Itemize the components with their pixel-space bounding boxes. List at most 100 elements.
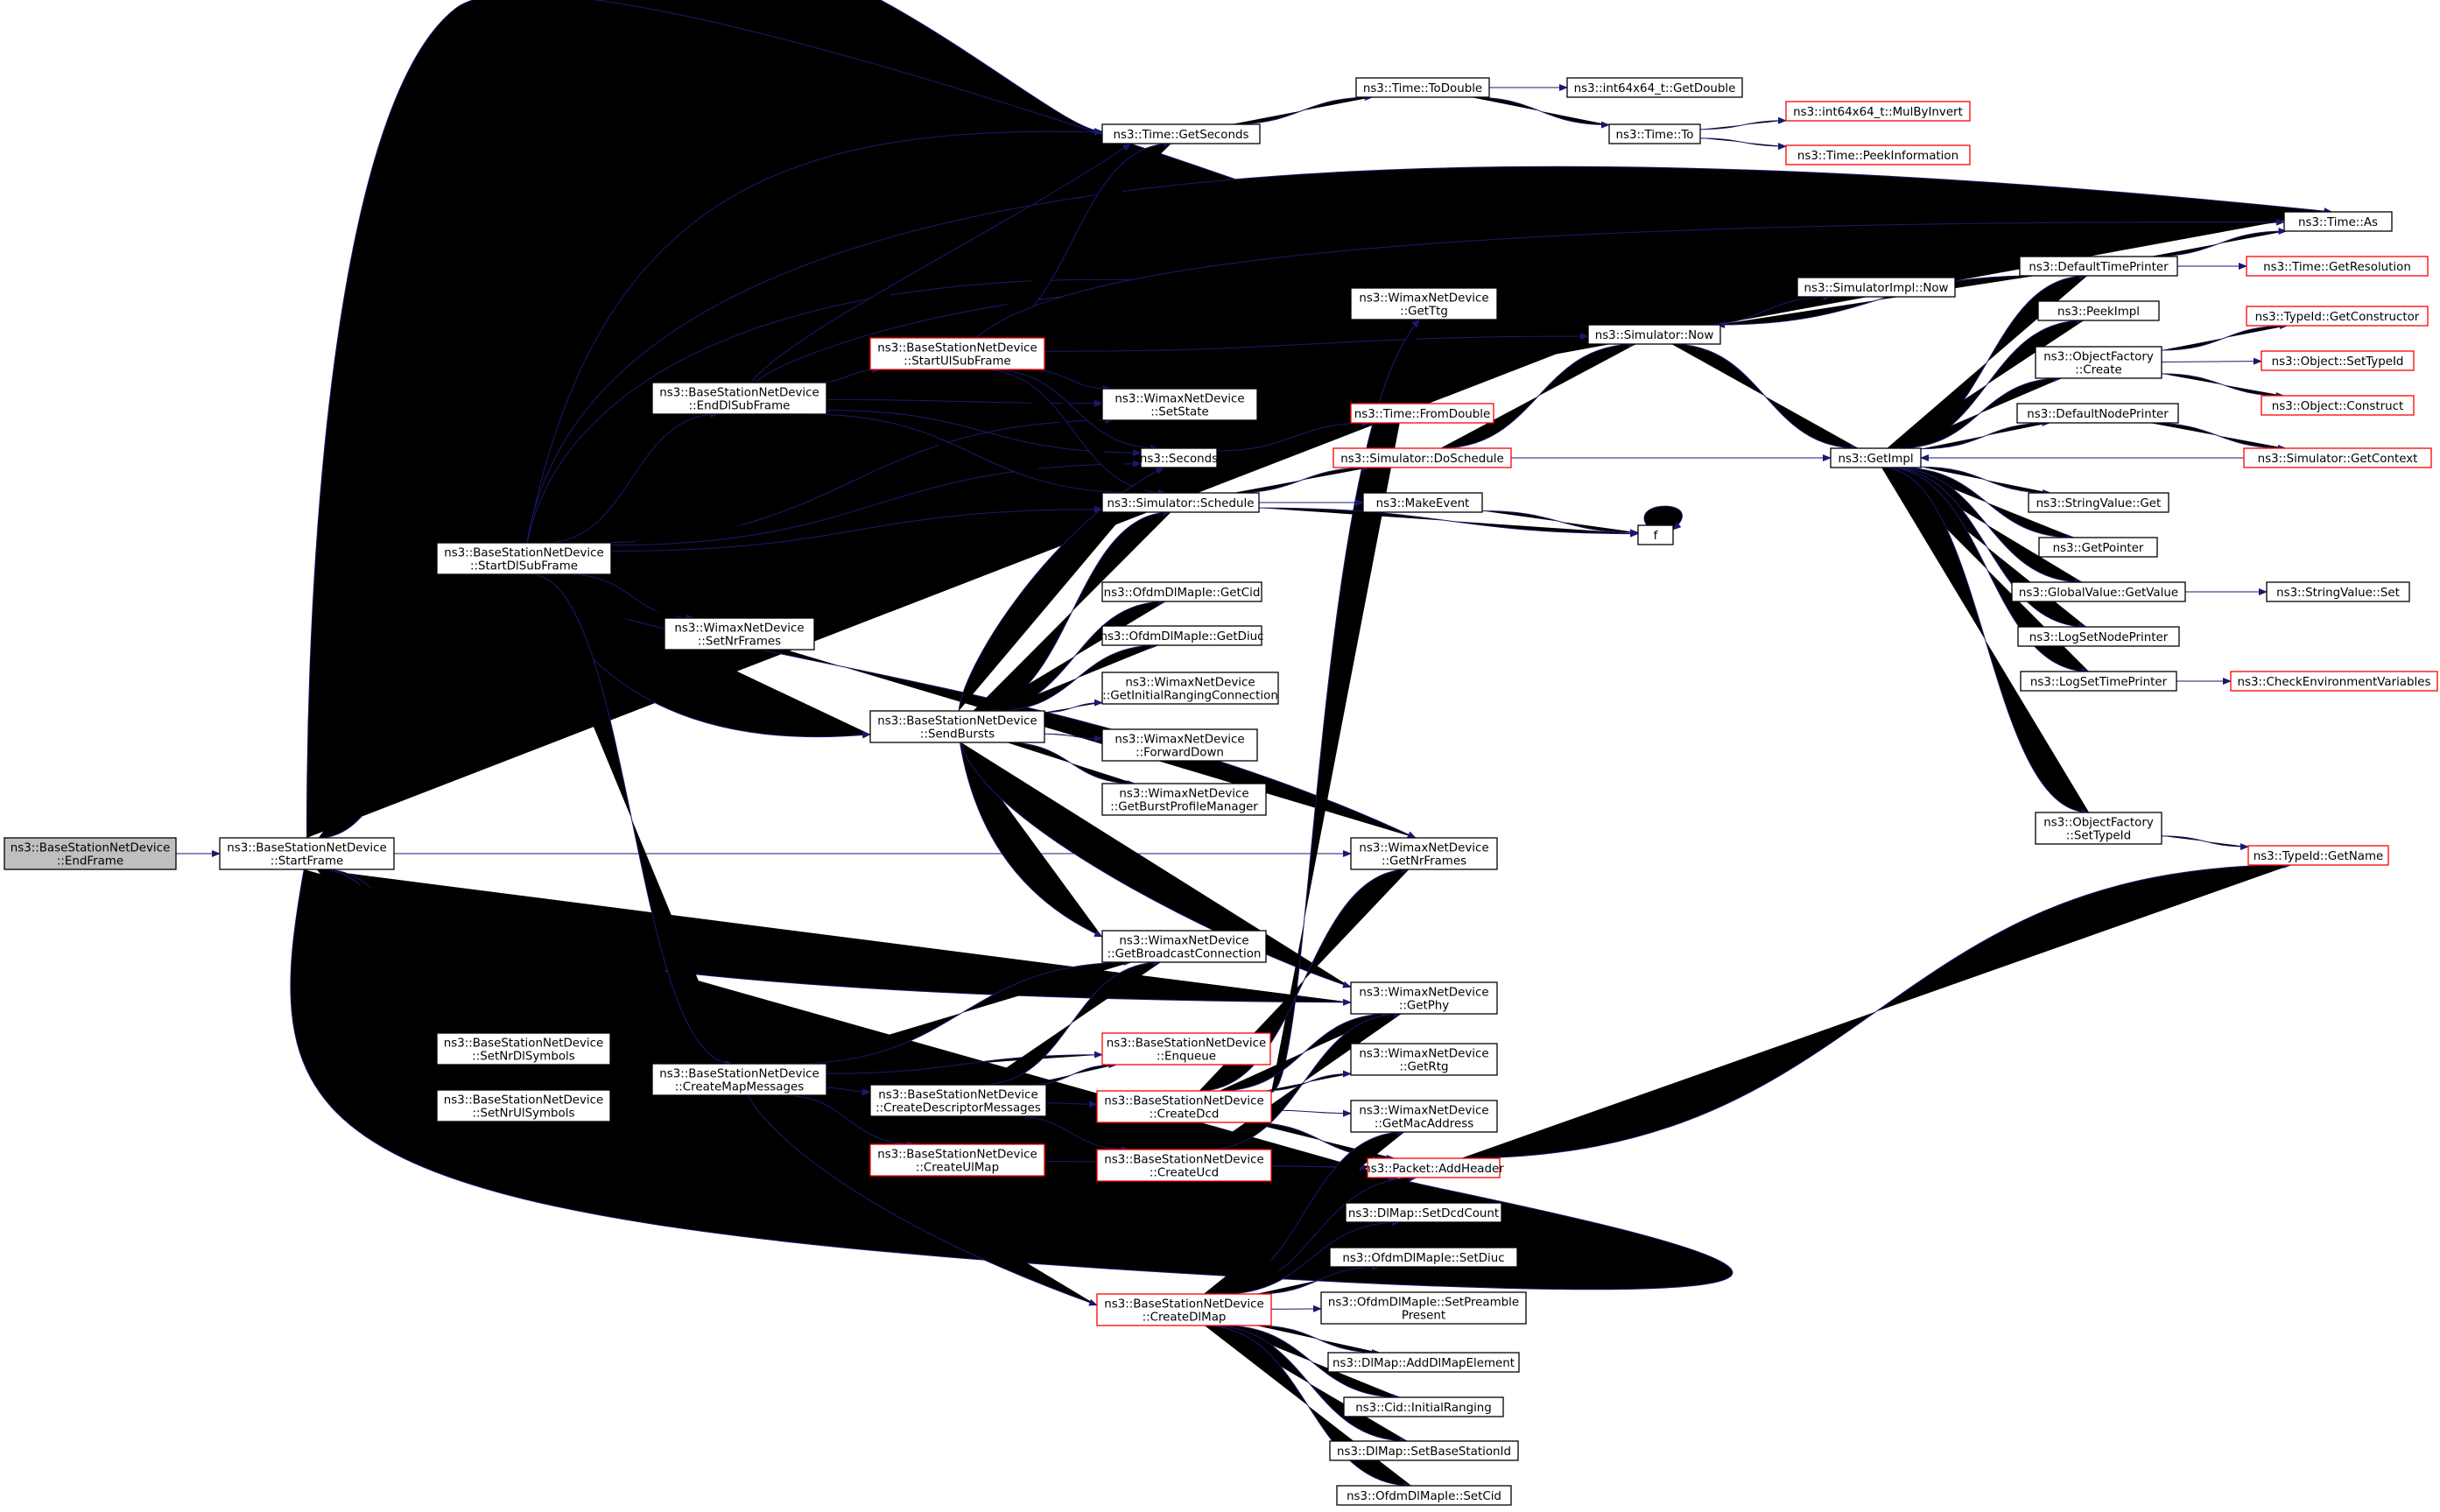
node-default-node-printer[interactable]: ns3::DefaultNodePrinter — [2016, 403, 2179, 424]
node-get-ttg[interactable]: ns3::WimaxNetDevice::GetTtg — [1350, 287, 1498, 320]
node-f[interactable]: f — [1637, 524, 1674, 545]
node-add-header[interactable]: ns3::Packet::AddHeader — [1363, 1157, 1504, 1178]
node-default-time-printer[interactable]: ns3::DefaultTimePrinter — [2019, 256, 2178, 277]
node-set-state[interactable]: ns3::WimaxNetDevice::SetState — [1101, 388, 1258, 421]
node-box — [2035, 346, 2162, 379]
node-get-constructor[interactable]: ns3::TypeId::GetConstructor — [2246, 306, 2429, 327]
node-label: ::SetTypeId — [2066, 830, 2131, 843]
node-string-value-get[interactable]: ns3::StringValue::Get — [2028, 492, 2169, 513]
node-get-resolution[interactable]: ns3::Time::GetResolution — [2246, 256, 2429, 277]
node-log-set-node-printer[interactable]: ns3::LogSetNodePrinter — [2017, 626, 2180, 647]
node-global-get-value[interactable]: ns3::GlobalValue::GetValue — [2011, 581, 2186, 602]
node-create-dcd[interactable]: ns3::BaseStationNetDevice::CreateDcd — [1096, 1090, 1272, 1123]
node-o-f-set-type-id[interactable]: ns3::ObjectFactory::SetTypeId — [2035, 812, 2162, 845]
node-to-double[interactable]: ns3::Time::ToDouble — [1355, 77, 1490, 98]
node-time-as[interactable]: ns3::Time::As — [2283, 211, 2393, 232]
node-label: ns3::ObjectFactory — [2043, 817, 2154, 830]
node-label: ::SetNrFrames — [698, 636, 781, 649]
node-label: ns3::WimaxNetDevice — [1359, 1048, 1488, 1061]
node-label: ::CreateUlMap — [916, 1162, 999, 1175]
node-do-schedule[interactable]: ns3::Simulator::DoSchedule — [1333, 447, 1512, 468]
node-get-rtg[interactable]: ns3::WimaxNetDevice::GetRtg — [1350, 1043, 1498, 1076]
node-label: ::CreateDcd — [1150, 1108, 1220, 1122]
node-set-dcd-count[interactable]: ns3::DlMap::SetDcdCount — [1345, 1202, 1502, 1223]
node-log-set-time-printer[interactable]: ns3::LogSetTimePrinter — [2020, 671, 2177, 692]
node-box — [1101, 783, 1267, 816]
node-seconds[interactable]: ns3::Seconds — [1140, 447, 1218, 468]
node-send-bursts[interactable]: ns3::BaseStationNetDevice::SendBursts — [869, 710, 1045, 743]
node-set-base-station-id[interactable]: ns3::DlMap::SetBaseStationId — [1329, 1440, 1519, 1461]
edge-GetImpl-to-LogSetNodePrinter — [1888, 467, 2088, 630]
node-get-nr-frames[interactable]: ns3::WimaxNetDevice::GetNrFrames — [1350, 837, 1498, 870]
node-start-ul-sub-frame[interactable]: ns3::BaseStationNetDevice::StartUlSubFra… — [869, 337, 1045, 370]
edge-CreateDescriptorMessages-to-GetBroadcastConnection — [981, 959, 1163, 1086]
node-label: ::GetNrFrames — [1382, 855, 1466, 869]
edge-StartUlSubFrame-to-Seconds — [990, 369, 1160, 452]
edge-CreateDcd-to-GetMacAddress — [1270, 1109, 1352, 1117]
node-box — [1367, 1157, 1501, 1178]
edge-To-to-MulByInvert — [1699, 116, 1787, 130]
node-get-diuc[interactable]: ns3::OfdmDlMapIe::GetDiuc — [1100, 625, 1264, 646]
node-peek-impl[interactable]: ns3::PeekImpl — [2037, 300, 2160, 321]
edge-StartUlSubFrame-to-TimeAs — [975, 218, 2285, 339]
node-label: ::ForwardDown — [1136, 747, 1224, 760]
node-create-descriptor-messages[interactable]: ns3::BaseStationNetDevice::CreateDescrip… — [869, 1084, 1047, 1117]
node-add-dl-map-element[interactable]: ns3::DlMap::AddDlMapElement — [1327, 1352, 1520, 1373]
node-enqueue[interactable]: ns3::BaseStationNetDevice::Enqueue — [1101, 1032, 1271, 1065]
node-o-f-create[interactable]: ns3::ObjectFactory::Create — [2035, 346, 2162, 379]
node-box — [1345, 1202, 1502, 1223]
node-set-nr-frames[interactable]: ns3::WimaxNetDevice::SetNrFrames — [664, 617, 815, 651]
node-get-pointer[interactable]: ns3::GetPointer — [2038, 537, 2158, 558]
node-start-frame[interactable]: ns3::BaseStationNetDevice::StartFrame — [219, 837, 395, 870]
node-box — [1637, 524, 1674, 545]
node-get-initial-ranging-connection[interactable]: ns3::WimaxNetDevice::GetInitialRangingCo… — [1101, 672, 1279, 705]
node-box — [2019, 256, 2178, 277]
node-box — [1350, 1043, 1498, 1076]
node-impl-now[interactable]: ns3::SimulatorImpl::Now — [1797, 277, 1956, 298]
node-get-context[interactable]: ns3::Simulator::GetContext — [2243, 447, 2432, 468]
node-get-cid[interactable]: ns3::OfdmDlMapIe::GetCid — [1101, 581, 1262, 602]
node-to[interactable]: ns3::Time::To — [1608, 123, 1701, 144]
node-label: ns3::WimaxNetDevice — [1359, 1105, 1488, 1118]
node-start-dl-sub-frame[interactable]: ns3::BaseStationNetDevice::StartDlSubFra… — [436, 542, 612, 575]
node-get-burst-profile-manager[interactable]: ns3::WimaxNetDevice::GetBurstProfileMana… — [1101, 783, 1267, 816]
node-label: ns3::Seconds — [1140, 453, 1218, 466]
node-obj-set-type-id[interactable]: ns3::Object::SetTypeId — [2261, 350, 2415, 371]
node-get-phy[interactable]: ns3::WimaxNetDevice::GetPhy — [1350, 981, 1498, 1015]
node-set-nr-ul-symbols[interactable]: ns3::BaseStationNetDevice::SetNrUlSymbol… — [436, 1089, 611, 1122]
node-peek-information[interactable]: ns3::Time::PeekInformation — [1785, 144, 1971, 165]
edge-CreateDlMap-to-SetDiuc — [1255, 1263, 1381, 1295]
edge-EndDlSubFrame-to-SetState — [826, 398, 1103, 407]
node-create-ucd[interactable]: ns3::BaseStationNetDevice::CreateUcd — [1096, 1149, 1272, 1182]
node-string-value-set[interactable]: ns3::StringValue::Set — [2266, 581, 2410, 602]
node-get-broadcast-connection[interactable]: ns3::WimaxNetDevice::GetBroadcastConnect… — [1101, 930, 1267, 963]
node-create-dl-map[interactable]: ns3::BaseStationNetDevice::CreateDlMap — [1096, 1293, 1272, 1326]
edge-layer — [175, 0, 2333, 1489]
node-schedule[interactable]: ns3::Simulator::Schedule — [1101, 492, 1260, 513]
node-get-mac-address[interactable]: ns3::WimaxNetDevice::GetMacAddress — [1350, 1100, 1498, 1133]
node-check-env[interactable]: ns3::CheckEnvironmentVariables — [2230, 671, 2438, 692]
node-type-id-get-name[interactable]: ns3::TypeId::GetName — [2247, 845, 2389, 866]
node-set-diuc[interactable]: ns3::OfdmDlMapIe::SetDiuc — [1329, 1247, 1518, 1268]
node-sim-now[interactable]: ns3::Simulator::Now — [1587, 324, 1721, 345]
node-from-double[interactable]: ns3::Time::FromDouble — [1350, 403, 1494, 424]
edge-GetImpl-to-OFCreate — [1898, 375, 2063, 449]
node-get-double[interactable]: ns3::int64x64_t::GetDouble — [1566, 77, 1743, 98]
node-mul-by-invert[interactable]: ns3::int64x64_t::MulByInvert — [1785, 101, 1971, 122]
node-forward-down[interactable]: ns3::WimaxNetDevice::ForwardDown — [1101, 728, 1258, 762]
node-get-impl[interactable]: ns3::GetImpl — [1830, 447, 1922, 468]
node-label: ns3::BaseStationNetDevice — [444, 1094, 604, 1108]
node-get-seconds[interactable]: ns3::Time::GetSeconds — [1101, 123, 1261, 144]
edge-GetImpl-to-PeekImpl — [1890, 317, 2085, 449]
node-make-event[interactable]: ns3::MakeEvent — [1362, 492, 1483, 513]
node-obj-construct[interactable]: ns3::Object::Construct — [2261, 395, 2415, 416]
node-set-nr-dl-symbols[interactable]: ns3::BaseStationNetDevice::SetNrDlSymbol… — [436, 1032, 611, 1065]
node-label: ns3::OfdmDlMapIe::GetDiuc — [1100, 630, 1263, 643]
node-end-dl-sub-frame[interactable]: ns3::BaseStationNetDevice::EndDlSubFrame — [651, 382, 827, 415]
node-set-cid[interactable]: ns3::OfdmDlMapIe::SetCid — [1336, 1485, 1512, 1506]
node-initial-ranging[interactable]: ns3::Cid::InitialRanging — [1343, 1396, 1504, 1417]
node-create-ul-map[interactable]: ns3::BaseStationNetDevice::CreateUlMap — [869, 1143, 1045, 1177]
node-create-map-messages[interactable]: ns3::BaseStationNetDevice::CreateMapMess… — [651, 1063, 827, 1096]
